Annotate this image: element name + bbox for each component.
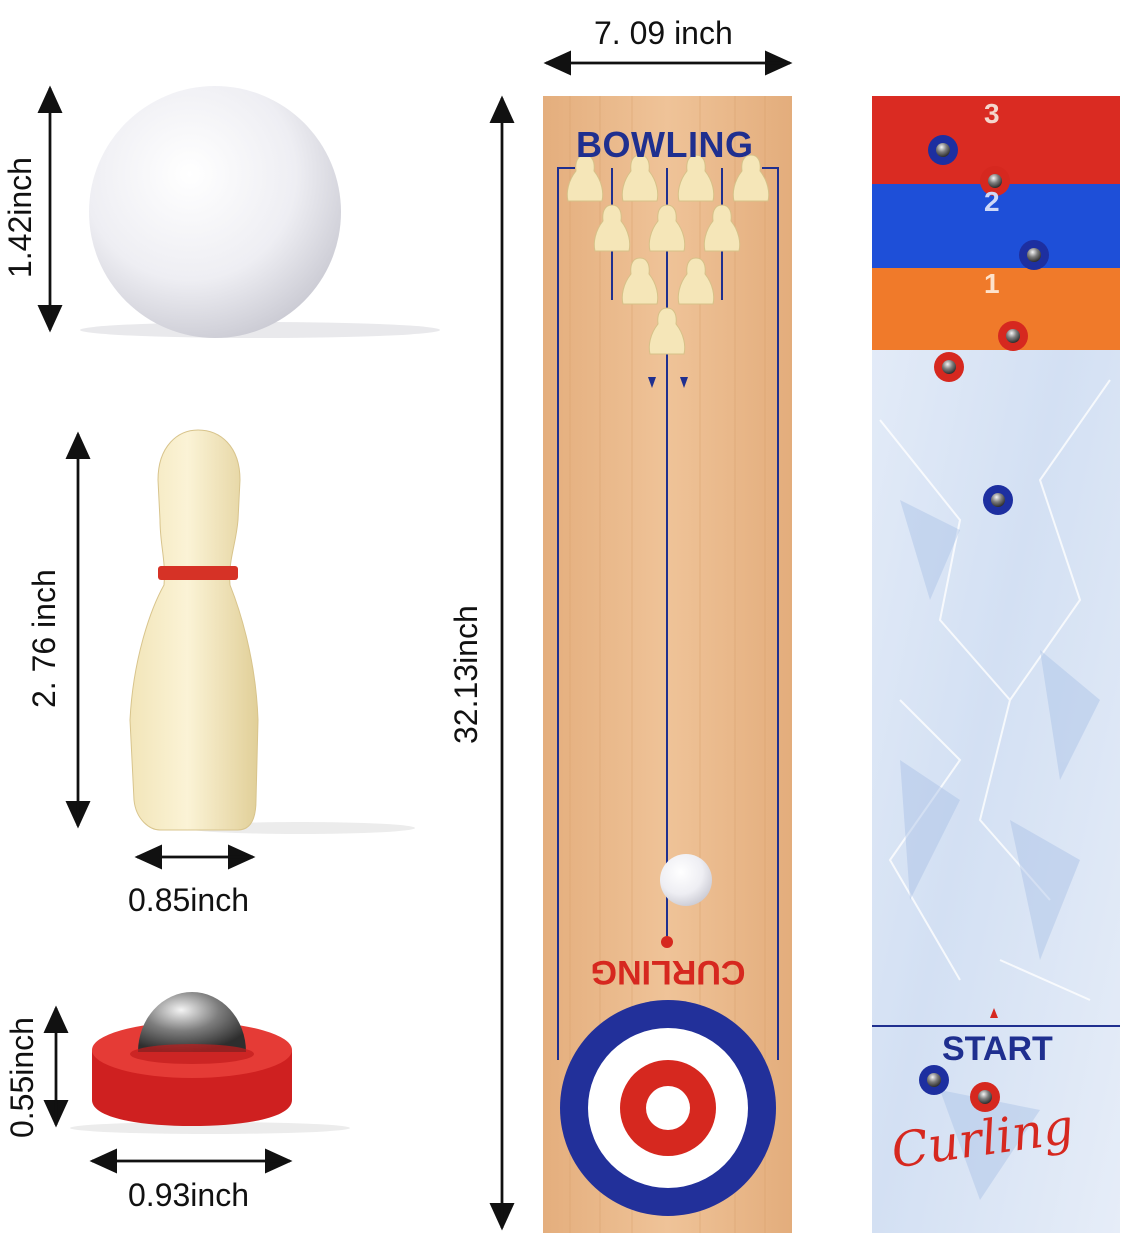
board-width-label: 7. 09 inch: [594, 15, 733, 51]
bowling-title: BOWLING: [576, 124, 754, 165]
start-label: START: [942, 1030, 1053, 1068]
board-pucks: [919, 135, 1049, 1112]
zone-1: [872, 268, 1120, 350]
pin-width-label: 0.85inch: [128, 882, 249, 918]
pin-height-label: 2. 76 inch: [26, 569, 62, 708]
steel-ball: [138, 992, 246, 1052]
zone-2: [872, 184, 1120, 268]
puck-width-label: 0.93inch: [128, 1177, 249, 1213]
puck-height-label: 0.55inch: [4, 1017, 40, 1138]
ball-height-label: 1.42inch: [2, 157, 38, 278]
bowling-ball: [89, 86, 341, 338]
zone-3-label: 3: [984, 98, 1000, 129]
zone-2-label: 2: [984, 186, 1000, 217]
curling-label-upside-down: CURLING: [590, 953, 746, 991]
bowling-pin: [129, 429, 259, 831]
puck-shadow: [70, 1122, 350, 1134]
zone-1-label: 1: [984, 268, 1000, 299]
pin-red-stripe: [158, 566, 238, 580]
board-ball: [660, 854, 712, 906]
board-length-label: 32.13inch: [448, 605, 484, 744]
